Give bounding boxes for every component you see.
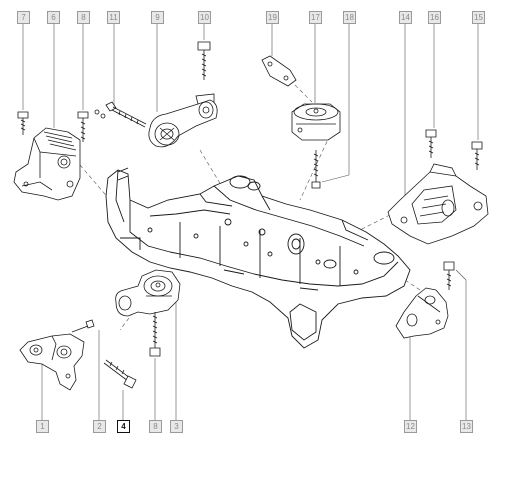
- callout-3: 3: [170, 420, 183, 433]
- torque-rod-9: [148, 93, 218, 148]
- bolt-4: [103, 359, 137, 389]
- bolt-10: [197, 41, 211, 80]
- callout-6: 6: [47, 11, 60, 24]
- gearbox-mount-14: [387, 163, 489, 245]
- mount-3: [115, 269, 181, 317]
- callout-7: 7: [17, 11, 30, 24]
- callout-16: 16: [428, 11, 441, 24]
- bolt-15: [471, 141, 483, 170]
- callout-8-lower: 8: [149, 420, 162, 433]
- callout-12: 12: [404, 420, 417, 433]
- callout-9: 9: [151, 11, 164, 24]
- callout-17: 17: [309, 11, 322, 24]
- washers-11: [94, 109, 106, 119]
- bracket-1: [19, 333, 85, 391]
- mount-17: [291, 103, 341, 141]
- callout-10: 10: [198, 11, 211, 24]
- engine-mount-6: [13, 127, 81, 201]
- leader-lines: [22, 24, 479, 420]
- callout-19: 19: [266, 11, 279, 24]
- bolt-8-lower: [149, 312, 161, 357]
- subframe: [105, 167, 411, 349]
- bracket-19: [261, 55, 297, 87]
- bolt-18: [311, 150, 321, 189]
- bolt-11: [105, 101, 147, 128]
- callout-18: 18: [343, 11, 356, 24]
- callout-11: 11: [107, 11, 120, 24]
- bolt-13: [443, 261, 455, 290]
- callout-1: 1: [36, 420, 49, 433]
- bolt-7: [17, 111, 29, 135]
- callout-2: 2: [93, 420, 106, 433]
- bolt-16: [425, 129, 437, 158]
- bolt-8-upper: [77, 111, 89, 142]
- bolt-2: [71, 319, 95, 333]
- callout-8-upper: 8: [77, 11, 90, 24]
- callout-14: 14: [399, 11, 412, 24]
- bracket-12: [395, 287, 449, 339]
- callout-13: 13: [460, 420, 473, 433]
- callout-15: 15: [472, 11, 485, 24]
- callout-4: 4: [117, 420, 130, 433]
